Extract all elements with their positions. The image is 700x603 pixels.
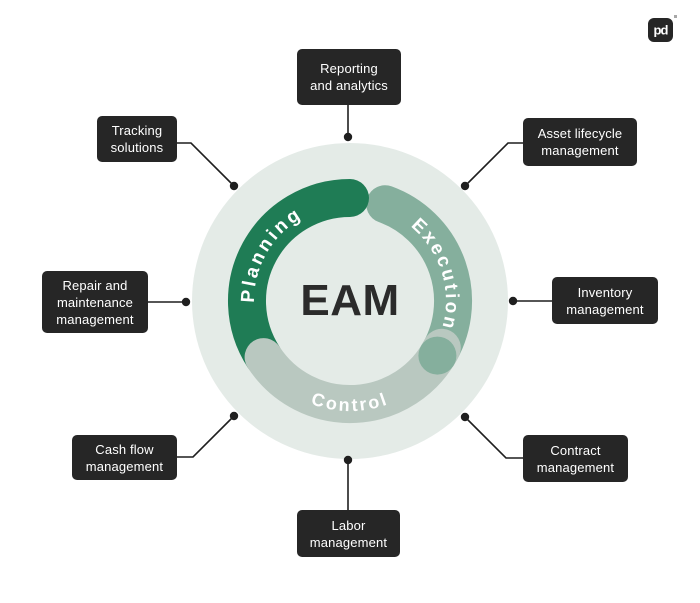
ring-segment-control [244, 328, 461, 424]
connector-cashflow [177, 415, 235, 458]
connector-dot-inventory [508, 296, 518, 306]
node-label-line: Cash flow [95, 441, 154, 457]
connector-tracking [177, 142, 235, 187]
node-label-line: Inventory [577, 284, 633, 300]
brand-logo-mark: pd [653, 22, 669, 37]
node-asset-lifecycle: Asset lifecycle management [523, 118, 637, 166]
node-label-line: solutions [110, 140, 164, 155]
ring-segment-planning [228, 179, 369, 377]
node-label-line: Tracking [111, 123, 163, 138]
connector-dot-repair [181, 297, 191, 307]
node-label-line: management [85, 458, 164, 474]
node-label-line: Repair and [62, 277, 128, 293]
connector-dot-cashflow [229, 411, 239, 421]
connector-dot-reporting [343, 132, 353, 142]
connector-dots [181, 132, 518, 465]
connectors [148, 105, 552, 510]
connector-contract [464, 416, 523, 459]
node-label-line: management [56, 311, 134, 327]
node-label-line: and analytics [310, 78, 388, 93]
connector-dot-labor [343, 455, 353, 465]
brand-logo: pd [648, 18, 673, 42]
node-label-line: Reporting [320, 61, 378, 76]
ring-segment-execution-cap [418, 336, 457, 375]
node-label-line: maintenance [56, 294, 134, 310]
node-cash-flow: Cash flow management [72, 435, 177, 480]
node-labor: Labor management [297, 510, 400, 557]
node-label-line: Contract [550, 442, 601, 458]
connector-asset [464, 142, 523, 187]
node-label-line: Labor [331, 517, 366, 533]
node-label-line: Asset lifecycle [537, 126, 623, 141]
node-reporting-analytics: Reporting and analytics [297, 49, 401, 105]
node-tracking-solutions: Tracking solutions [97, 116, 177, 162]
node-contract: Contract management [523, 435, 628, 482]
connector-dot-asset [460, 181, 470, 191]
node-label-line: management [541, 143, 619, 158]
node-label-line: management [309, 534, 388, 550]
brand-trademark-dot [674, 15, 677, 18]
connector-dot-contract [460, 412, 470, 422]
connector-dot-tracking [229, 181, 239, 191]
node-repair-maintenance: Repair and maintenance management [42, 271, 148, 333]
center-title: EAM [300, 276, 400, 325]
node-label-line: management [536, 459, 615, 475]
node-inventory: Inventory management [552, 277, 658, 324]
node-label-line: management [566, 301, 644, 317]
